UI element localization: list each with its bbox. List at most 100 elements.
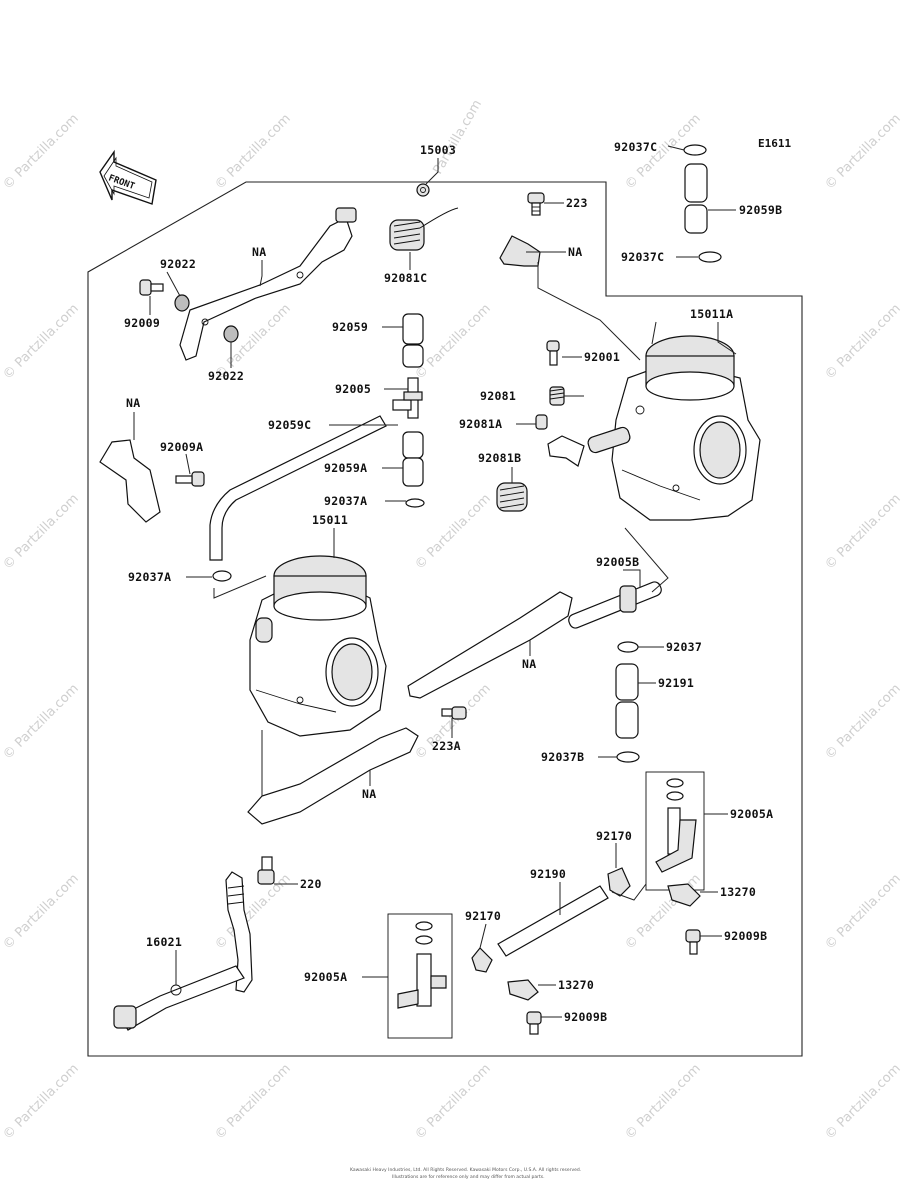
part-na-plate-bottom — [247, 727, 419, 825]
label-15011a: 15011A — [690, 307, 733, 321]
label-92059a: 92059A — [324, 461, 367, 475]
watermark: © Partzilla.com — [822, 871, 904, 953]
part-92037-oring — [617, 641, 639, 653]
label-92081a: 92081A — [459, 417, 502, 431]
part-plunger-rod — [547, 426, 631, 467]
label-92009b-left: 92009B — [564, 1010, 607, 1024]
watermark: © Partzilla.com — [0, 111, 82, 193]
label-92170-left: 92170 — [465, 909, 501, 923]
label-na-linkage: NA — [252, 245, 266, 259]
part-92009-screw — [139, 279, 164, 296]
label-92001: 92001 — [584, 350, 620, 364]
part-15011a-carburetor — [611, 335, 761, 521]
part-92022-washer-top — [174, 294, 190, 312]
part-92037c-oring-mid — [698, 251, 722, 263]
label-92037c-mid: 92037C — [621, 250, 664, 264]
label-220: 220 — [300, 877, 322, 891]
part-92037c-oring-top — [683, 144, 707, 156]
label-92190: 92190 — [530, 867, 566, 881]
part-labels: 15003 92037C 92059B 92037C 223 NA 92081C… — [124, 140, 782, 1024]
part-92081b-spring — [496, 482, 528, 512]
part-92170-clamp-right — [607, 867, 631, 897]
label-92081b: 92081B — [478, 451, 521, 465]
watermark: © Partzilla.com — [0, 301, 82, 383]
label-92009b-right: 92009B — [724, 929, 767, 943]
label-92037b: 92037B — [541, 750, 584, 764]
label-13270-left: 13270 — [558, 978, 594, 992]
label-92009: 92009 — [124, 316, 160, 330]
watermark: © Partzilla.com — [0, 871, 82, 953]
label-92037c-top: 92037C — [614, 140, 657, 154]
part-92059-hose — [402, 313, 424, 368]
footer-copyright-line2: Illustrations are for reference only and… — [392, 1174, 545, 1180]
assembly-frame — [87, 181, 803, 1057]
label-92191: 92191 — [658, 676, 694, 690]
footer-copyright-line1: Kawasaki Heavy Industries, Ltd. All Righ… — [350, 1167, 581, 1173]
label-92005a-right: 92005A — [730, 807, 773, 821]
watermark: © Partzilla.com — [412, 1061, 494, 1143]
part-92005a-fitting-right — [645, 771, 705, 891]
label-92081c: 92081C — [384, 271, 427, 285]
label-92005a-left: 92005A — [304, 970, 347, 984]
label-92037: 92037 — [666, 640, 702, 654]
part-223a-screw — [441, 706, 467, 720]
label-223: 223 — [566, 196, 588, 210]
leader-lines — [133, 145, 737, 1018]
part-92170-clamp-left — [471, 947, 493, 973]
label-92081: 92081 — [480, 389, 516, 403]
watermark: © Partzilla.com — [0, 681, 82, 763]
part-92001-screw — [546, 340, 560, 366]
label-92059b: 92059B — [739, 203, 782, 217]
front-arrow-icon: FRONT — [99, 149, 157, 205]
label-92022-bottom: 92022 — [208, 369, 244, 383]
watermark: © Partzilla.com — [822, 491, 904, 573]
watermark: Partzilla.com — [430, 97, 485, 177]
part-92009b-screw-left — [526, 1011, 542, 1035]
part-13270-bracket-right — [667, 883, 701, 907]
part-na-plate-middle — [407, 591, 573, 699]
watermark: © Partzilla.com — [822, 111, 904, 193]
label-15011: 15011 — [312, 513, 348, 527]
label-na-bottom: NA — [362, 787, 376, 801]
part-92037a-oring-mid — [405, 498, 425, 508]
part-92081a-spring — [535, 414, 548, 430]
part-92005b-pipe-fitting — [568, 581, 662, 629]
part-na-bracket-left — [99, 439, 161, 523]
label-16021: 16021 — [146, 935, 182, 949]
label-na-left: NA — [126, 396, 140, 410]
part-16021-cable-lever — [113, 871, 253, 1031]
label-13270-right: 13270 — [720, 885, 756, 899]
label-92005b: 92005B — [596, 555, 639, 569]
label-223a: 223A — [432, 739, 461, 753]
part-92081-spring — [549, 386, 565, 406]
part-92190-hose — [497, 885, 609, 957]
watermark: © Partzilla.com — [822, 681, 904, 763]
watermark: © Partzilla.com — [412, 301, 494, 383]
label-na-plate-middle: NA — [522, 657, 536, 671]
part-92059b-hose — [684, 163, 708, 234]
part-92059a-hose — [402, 431, 424, 487]
part-92059c-long-hose — [209, 415, 387, 561]
label-92022-top: 92022 — [160, 257, 196, 271]
part-92009b-screw-right — [685, 929, 701, 955]
watermark: © Partzilla.com — [822, 301, 904, 383]
watermark: © Partzilla.com — [212, 1061, 294, 1143]
part-92081c-spring — [389, 207, 459, 251]
part-220-screw — [257, 856, 275, 885]
part-na-linkage-rod — [179, 207, 357, 361]
watermark: © Partzilla.com — [622, 1061, 704, 1143]
label-92170-right: 92170 — [596, 829, 632, 843]
label-15003: 15003 — [420, 143, 456, 157]
watermark: © Partzilla.com — [212, 111, 294, 193]
part-na-bracket-top — [499, 235, 541, 267]
part-13270-bracket-left — [507, 979, 539, 1001]
part-92191-hose — [615, 663, 639, 739]
watermark: © Partzilla.com — [0, 1061, 82, 1143]
label-92037a-left: 92037A — [128, 570, 171, 584]
label-92005: 92005 — [335, 382, 371, 396]
part-15003-plug — [416, 183, 430, 197]
part-15011-carburetor — [249, 555, 387, 737]
label-na-bracket-top: NA — [568, 245, 582, 259]
part-92005-tee-fitting — [392, 377, 423, 419]
